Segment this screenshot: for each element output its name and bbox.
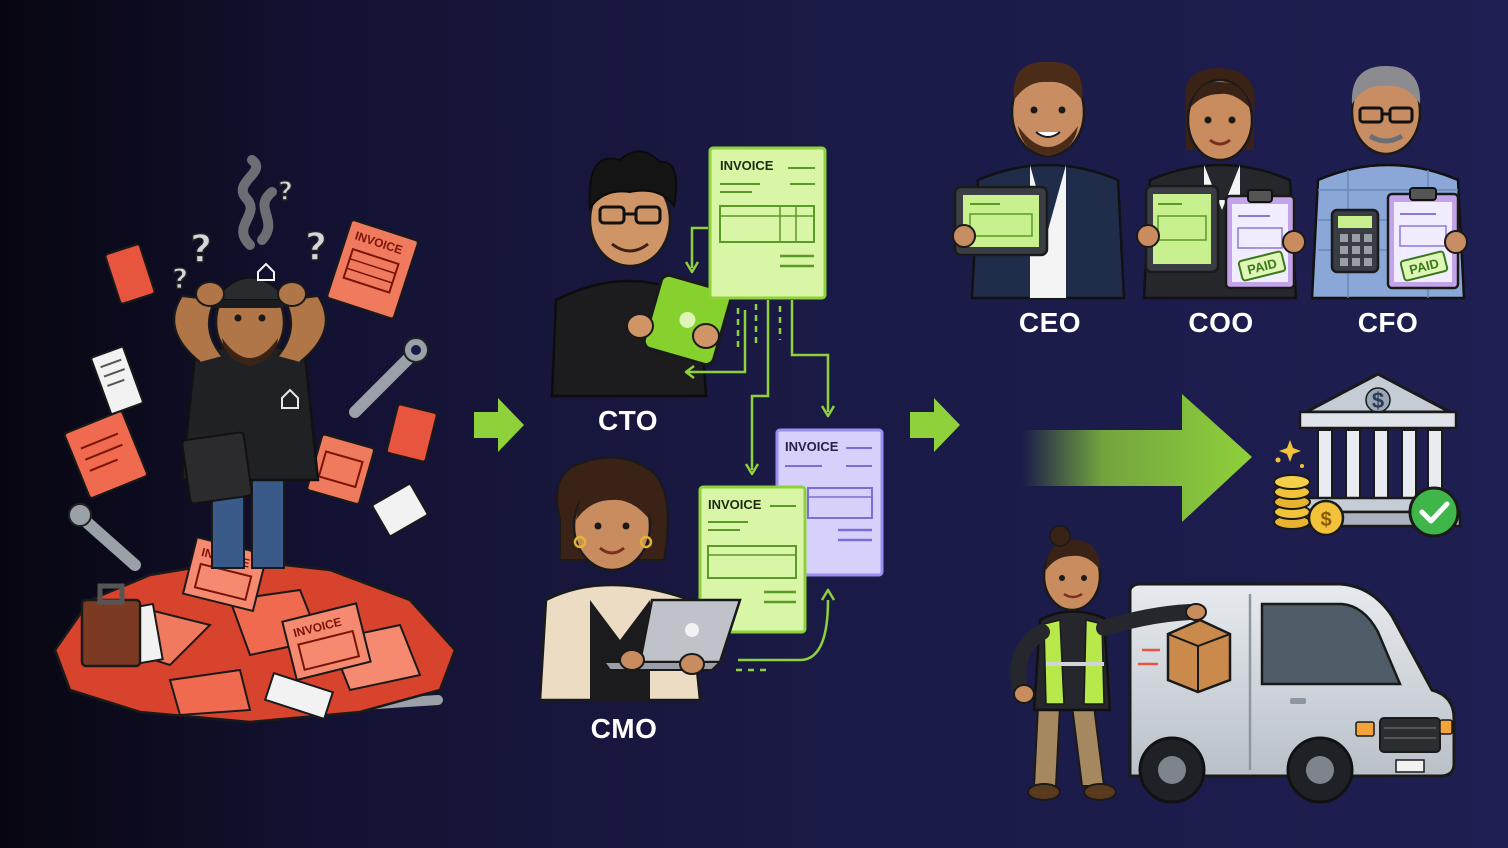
house-logo-icon [281,388,299,409]
invoice-document-green-secondary: INVOICE [698,485,807,634]
sparkle-icon [1275,440,1304,468]
role-label-ceo: CEO [1019,307,1081,338]
payment-arrow [1022,394,1252,522]
ceo-character [952,61,1126,300]
delivery-van-icon [1128,582,1456,804]
wrench-icon [68,503,141,571]
executives-scene: CEO [952,61,1468,338]
delivery-scene [1010,525,1456,804]
flying-invoice [385,403,438,463]
invoice-document-green-main: INVOICE [708,146,827,300]
paid-stamp: PAID [1408,256,1441,278]
role-label-coo: COO [1188,307,1253,338]
house-logo-icon [257,262,275,281]
clipboard-paid: PAID [1386,187,1460,290]
invoice-title: INVOICE [720,158,774,173]
calculator-icon [1330,208,1380,274]
chaos-scene: ? ? ? ? INVOICE [53,155,457,724]
flying-receipt [90,345,144,415]
flying-invoice [63,410,148,499]
dollar-sign: $ [1372,388,1384,413]
flying-invoice: INVOICE [326,219,419,320]
invoice-pile: INVOICE INVOICE [53,536,457,724]
cto-cmo-scene: CTO INVOICE [538,146,884,744]
delivery-worker [1010,525,1207,801]
check-badge-icon [1408,486,1460,538]
question-mark-icon: ? [172,262,188,295]
role-label-cmo: CMO [591,713,658,744]
wrench-icon [349,337,429,418]
flow-arrow-1 [474,398,524,452]
flying-receipt [371,483,429,537]
tablet-icon [1144,184,1220,274]
coin-icon: $ [1307,499,1345,537]
invoice-title: INVOICE [708,497,762,512]
cto-character [550,150,733,398]
question-mark-icon: ? [278,177,293,207]
smoke-icon [237,155,277,250]
dollar-sign: $ [1320,509,1331,531]
package-box-icon [1166,618,1232,694]
coo-character: PAID [1136,68,1306,300]
clipboard-paid: PAID [1224,189,1296,290]
flying-receipt [104,243,156,305]
question-mark-icon: ? [190,227,212,271]
invoice-title: INVOICE [785,439,839,454]
paid-stamp: PAID [1246,256,1279,278]
flow-arrow-2 [910,398,960,452]
question-mark-icon: ? [305,225,327,269]
stressed-contractor [173,262,327,569]
coin-stack-icon [1273,474,1311,530]
role-label-cfo: CFO [1358,307,1419,338]
cfo-character: PAID [1310,66,1468,300]
data-flow-connectors [684,226,836,672]
clipboard-icon [181,431,253,505]
flying-invoice [306,433,375,505]
cmo-character [538,456,742,702]
role-label-cto: CTO [598,405,658,436]
toolbox-icon [80,598,142,668]
